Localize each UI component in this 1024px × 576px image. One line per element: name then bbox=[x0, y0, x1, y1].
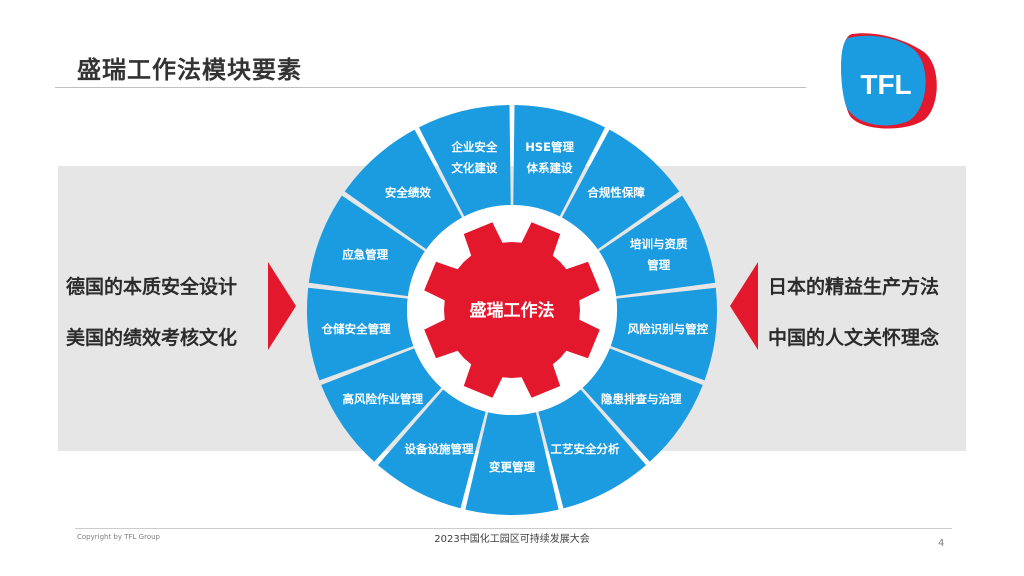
segment-label: 合规性保障 bbox=[587, 185, 645, 199]
segment-label: 变更管理 bbox=[489, 460, 535, 474]
wheel-segment bbox=[377, 389, 486, 509]
right-item-2: 中国的人文关怀理念 bbox=[768, 327, 940, 349]
wheel-segment bbox=[513, 105, 606, 217]
wheel-segment bbox=[308, 195, 425, 297]
segment-label: 管理 bbox=[647, 258, 670, 272]
segment-label: 体系建设 bbox=[527, 161, 573, 175]
wheel-segment bbox=[561, 129, 680, 250]
wheel-segments bbox=[307, 105, 717, 515]
left-item-2: 美国的绩效考核文化 bbox=[66, 327, 238, 349]
segment-label: 仓储安全管理 bbox=[321, 322, 391, 336]
segment-labels: HSE管理体系建设合规性保障培训与资质管理风险识别与管控隐患排查与治理工艺安全分… bbox=[321, 140, 709, 474]
wheel-segment bbox=[321, 348, 442, 462]
wheel-segment bbox=[610, 287, 717, 381]
page-number: 4 bbox=[938, 538, 945, 549]
gear-icon bbox=[424, 222, 600, 398]
title-divider bbox=[55, 87, 806, 88]
right-arrow-icon bbox=[730, 262, 758, 350]
segment-label: 培训与资质 bbox=[630, 237, 688, 251]
wheel-segment bbox=[582, 348, 703, 462]
segment-label: 设备设施管理 bbox=[405, 442, 474, 456]
wheel-segment bbox=[307, 287, 414, 381]
conference-name: 2023中国化工园区可持续发展大会 bbox=[434, 534, 590, 545]
wheel-segment bbox=[465, 412, 559, 515]
module-wheel: 盛瑞工作法 HSE管理体系建设合规性保障培训与资质管理风险识别与管控隐患排查与治… bbox=[307, 105, 717, 515]
segment-label: 隐患排查与治理 bbox=[601, 392, 682, 406]
left-arrow-icon bbox=[268, 262, 296, 350]
left-item-1: 德国的本质安全设计 bbox=[66, 276, 238, 298]
tfl-logo: TFL bbox=[841, 33, 937, 129]
segment-label: 风险识别与管控 bbox=[628, 322, 709, 336]
wheel-segment bbox=[538, 389, 647, 509]
segment-label: 企业安全 bbox=[450, 140, 497, 154]
center-label: 盛瑞工作法 bbox=[470, 300, 555, 321]
wheel-segment bbox=[599, 195, 716, 297]
segment-label: 工艺安全分析 bbox=[550, 442, 619, 456]
segment-label: 高风险作业管理 bbox=[343, 392, 424, 406]
logo-text: TFL bbox=[860, 69, 911, 100]
wheel-segment bbox=[418, 105, 511, 217]
copyright-text: Copyright by TFL Group bbox=[77, 533, 160, 541]
segment-label: HSE管理 bbox=[525, 140, 574, 154]
page-title: 盛瑞工作法模块要素 bbox=[77, 56, 302, 84]
wheel-segment bbox=[344, 129, 463, 250]
segment-label: 应急管理 bbox=[342, 247, 388, 261]
right-item-1: 日本的精益生产方法 bbox=[768, 276, 940, 298]
segment-label: 文化建设 bbox=[451, 161, 497, 175]
footer-divider bbox=[75, 528, 952, 529]
segment-label: 安全绩效 bbox=[385, 185, 431, 199]
